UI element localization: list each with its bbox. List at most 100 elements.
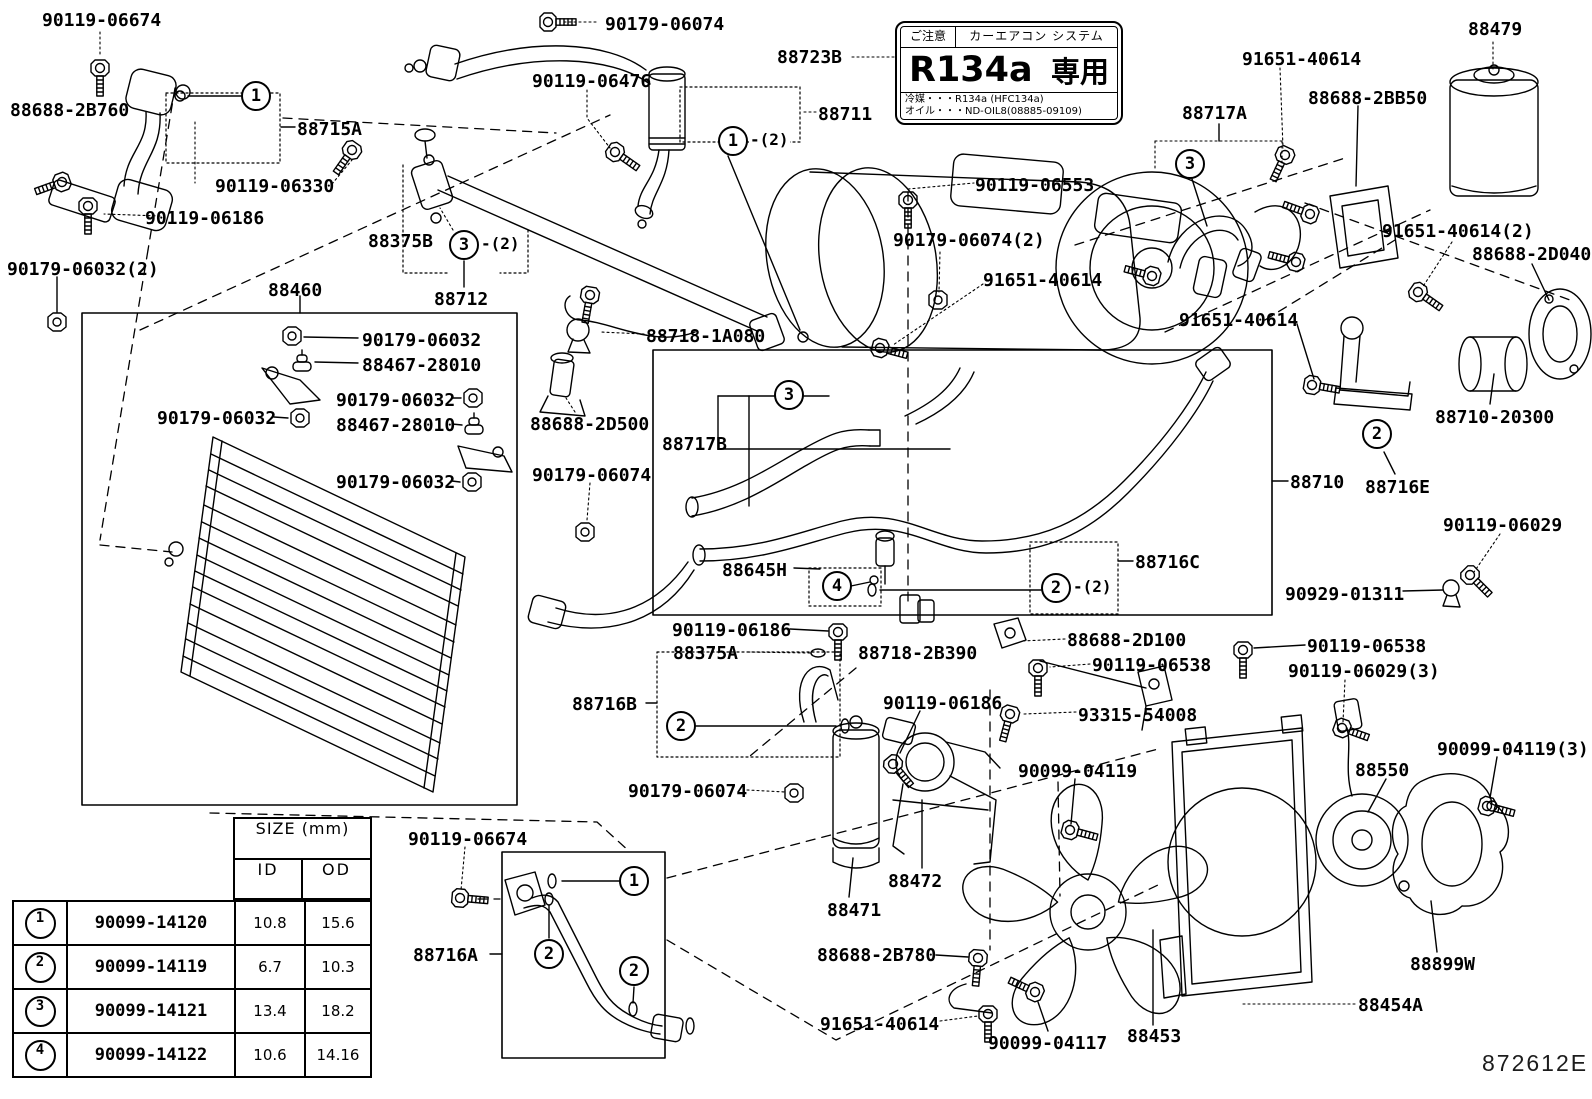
bracket-88472-drawing (892, 732, 1001, 865)
callout-circle-2: 2 (619, 956, 649, 986)
part-number-label: 88717A (1182, 103, 1248, 124)
part-number-label: 88375B (368, 231, 434, 252)
part-number-label: 88716C (1135, 552, 1201, 573)
flange-and-cap-drawing (1333, 288, 1592, 411)
system-label: カーエアコン システム (969, 29, 1104, 43)
part-number-label: 90179-06074 (605, 14, 725, 35)
part-number-label: 91651-40614 (820, 1014, 940, 1035)
part-number-label: 88716A (413, 945, 479, 966)
group-boxes (81, 86, 1273, 1059)
liquid-tube-assembly-drawing (48, 68, 191, 232)
row-part-number: 90099-14121 (68, 990, 236, 1032)
part-number-label: 90179-06032 (336, 390, 456, 411)
size-table: SIZE (mm) ID OD 1 90099-14120 10.8 15.6 … (12, 817, 372, 1078)
callout-circle-3: 3 (774, 380, 804, 410)
condenser-drawing (180, 366, 513, 793)
part-number-label: 88454A (1358, 995, 1424, 1016)
part-number-label: 88467-28010 (336, 415, 456, 436)
part-number-label: 90099-04119(3) (1437, 739, 1589, 760)
part-number-label: 90179-06074(2) (893, 230, 1045, 251)
part-number-label: 88467-28010 (362, 355, 482, 376)
part-number-label: 88688-2D100 (1067, 630, 1187, 651)
leader-lines (56, 21, 1550, 1032)
row-id-value: 13.4 (236, 990, 306, 1032)
part-number-label: 90119-06476 (532, 71, 652, 92)
refrigerant-type: R134a (909, 50, 1033, 90)
part-number-label: 88711 (818, 104, 873, 125)
part-number-label: 90119-06186 (145, 208, 265, 229)
part-number-label: 90119-06538 (1307, 636, 1427, 657)
hardware-icons (31, 12, 1518, 1043)
callout-circle-2: 2 (1362, 419, 1392, 449)
part-number-label: 88716E (1365, 477, 1431, 498)
callout-circle-1: 1 (619, 866, 649, 896)
part-number-label: 88718-1A080 (646, 326, 766, 347)
oil-spec-line: オイル・・・ND-OIL8(08885-09109) (905, 106, 1082, 117)
cooler-pipes-drawing (527, 346, 1231, 630)
part-number-label: 90179-06074 (628, 781, 748, 802)
row-part-number: 90099-14119 (68, 946, 236, 988)
part-number-label: 90119-06186 (883, 693, 1003, 714)
suction-pipe-88712-drawing (410, 154, 785, 352)
part-number-label: 88717B (662, 434, 728, 455)
row-id-value: 10.8 (236, 902, 306, 944)
part-number-label: 88688-2D040 (1472, 244, 1592, 265)
part-number-label: 90179-06074 (532, 465, 652, 486)
fan-shroud-88454a-drawing (1159, 714, 1317, 999)
compressor-drawing (765, 153, 1249, 365)
part-number-label: 88688-2B760 (10, 100, 130, 121)
part-number-label: 90119-06186 (672, 620, 792, 641)
part-number-label: 88453 (1127, 1026, 1182, 1047)
row-part-number: 90099-14120 (68, 902, 236, 944)
part-number-label: 90179-06032 (336, 472, 456, 493)
part-number-label: 90119-06674 (42, 10, 162, 31)
discharge-hose-drawing (404, 44, 686, 229)
part-number-label: 93315-54008 (1078, 705, 1198, 726)
row-callout: 3 (24, 995, 56, 1027)
part-number-label: 91651-40614 (1242, 49, 1362, 70)
size-table-title: SIZE (mm) (235, 819, 370, 860)
part-number-label: 88479 (1468, 19, 1523, 40)
part-number-label: 90179-06032(2) (7, 259, 159, 280)
part-number-label: 90119-06538 (1092, 655, 1212, 676)
callout-circle-3: 3-(2) (449, 230, 521, 260)
part-number-label: 90119-06330 (215, 176, 335, 197)
part-number-label: 88716B (572, 694, 638, 715)
part-number-label: 88712 (434, 289, 489, 310)
part-number-label: 90119-06029 (1443, 515, 1563, 536)
bracket-2d500-drawing (539, 352, 586, 417)
row-od-value: 10.3 (321, 958, 355, 976)
part-number-label: 88645H (722, 560, 788, 581)
drier-88471-drawing (798, 665, 917, 869)
row-callout: 2 (24, 951, 56, 983)
dashed-lines (99, 87, 1571, 1041)
caution-label: ご注意 (901, 27, 956, 47)
table-row: 3 90099-14121 13.4 18.2 (14, 990, 370, 1034)
part-number-label: 88710-20300 (1435, 407, 1555, 428)
table-row: 2 90099-14119 6.7 10.3 (14, 946, 370, 990)
part-number-label: 91651-40614(2) (1382, 221, 1534, 242)
col-header-od: OD (322, 860, 351, 879)
row-od-value: 15.6 (321, 914, 355, 932)
part-number-label: 88723B (777, 47, 843, 68)
callout-circle-2: 2-(2) (1041, 573, 1113, 603)
callout-circle-2: 2 (534, 939, 564, 969)
part-number-label: 88688-2B780 (817, 945, 937, 966)
callout-circle-1: 1-(2) (718, 126, 790, 156)
row-id-value: 10.6 (236, 1034, 306, 1076)
receiver-88479-drawing (1449, 64, 1539, 197)
fan-motor-88550-drawing (1315, 698, 1409, 887)
part-number-label: 90099-04119 (1018, 761, 1138, 782)
part-number-label: 88715A (297, 119, 363, 140)
row-id-value: 6.7 (236, 946, 306, 988)
row-part-number: 90099-14122 (68, 1034, 236, 1076)
part-number-label: 88718-2B390 (858, 643, 978, 664)
motor-cover-88899w-drawing (1391, 773, 1510, 916)
part-number-label: 90179-06032 (157, 408, 277, 429)
callout-circle-1: 1 (241, 81, 271, 111)
callout-circle-4: 4 (822, 571, 852, 601)
usage-label: 専用 (1050, 55, 1109, 89)
fan-88453-drawing (954, 783, 1215, 1038)
